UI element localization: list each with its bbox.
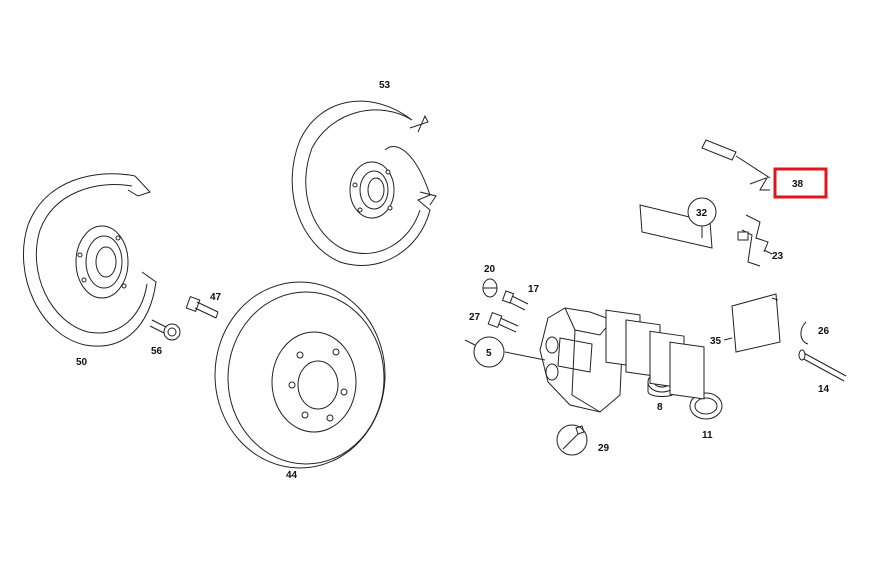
- label-17: 17: [528, 284, 540, 295]
- label-38: 38: [792, 179, 804, 190]
- label-35: 35: [710, 336, 722, 347]
- label-47: 47: [210, 292, 222, 303]
- label-32: 32: [696, 208, 708, 219]
- label-27: 27: [469, 312, 481, 323]
- label-8: 8: [657, 402, 663, 413]
- label-5: 5: [486, 348, 492, 359]
- label-44: 44: [286, 470, 298, 481]
- leader-5: [464, 339, 546, 361]
- label-50: 50: [76, 357, 88, 368]
- label-14: 14: [818, 384, 830, 395]
- label-20: 20: [484, 264, 496, 275]
- part-5-caliper[interactable]: [539, 307, 623, 413]
- leader-23: [763, 249, 773, 255]
- part-23-spring-clip[interactable]: [737, 214, 769, 267]
- part-50-dust-shield[interactable]: [23, 173, 157, 347]
- part-11-seal-ring[interactable]: [689, 392, 723, 420]
- part-14-pin[interactable]: [798, 349, 847, 382]
- part-44-brake-disc[interactable]: [214, 281, 386, 469]
- part-17-bleeder-screw[interactable]: [501, 290, 529, 311]
- label-29: 29: [598, 443, 610, 454]
- part-26-clip[interactable]: [800, 321, 809, 345]
- label-53: 53: [379, 80, 391, 91]
- callout-5: [473, 336, 505, 368]
- part-53-dust-shield[interactable]: [291, 100, 437, 266]
- part-32-brake-pads[interactable]: [605, 197, 717, 400]
- part-20-bleeder-cap[interactable]: [482, 278, 498, 298]
- label-11: 11: [702, 430, 713, 441]
- part-38-wear-sensor[interactable]: [701, 139, 771, 191]
- part-35-shim[interactable]: [731, 293, 781, 353]
- part-47-bolt[interactable]: [185, 296, 219, 319]
- label-56: 56: [151, 346, 163, 357]
- label-23: 23: [772, 251, 784, 262]
- label-26: 26: [818, 326, 830, 337]
- leader-35: [723, 337, 733, 341]
- highlight-box-38: [773, 167, 828, 199]
- part-27-guide-bolt[interactable]: [487, 312, 519, 333]
- part-29-repair-kit[interactable]: [556, 424, 588, 456]
- part-56-bolt[interactable]: [149, 319, 181, 341]
